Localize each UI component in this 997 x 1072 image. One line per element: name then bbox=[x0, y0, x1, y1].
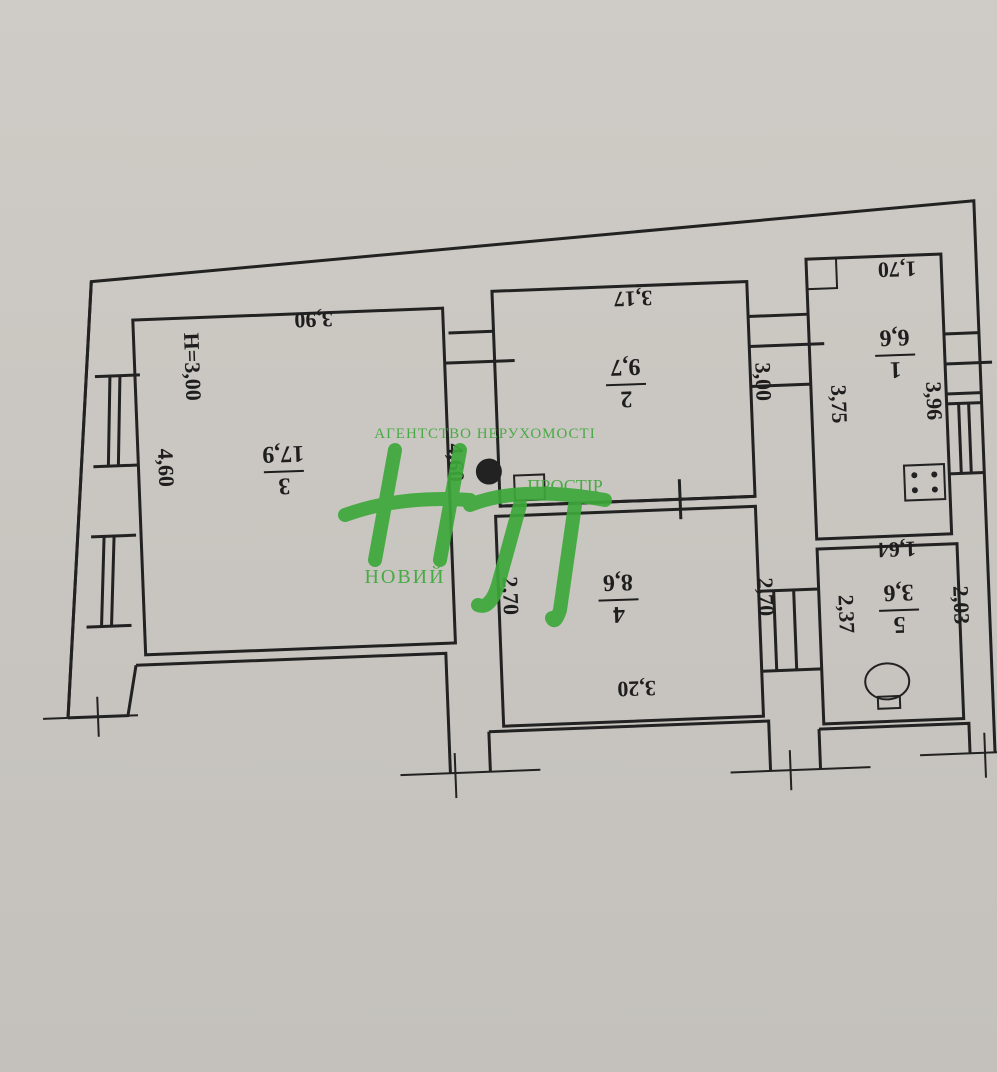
room-2-label: 2 9,7 bbox=[606, 353, 647, 412]
left-windows bbox=[86, 373, 140, 629]
dim-r4-right: 2,70 bbox=[753, 577, 779, 616]
height-label: H=3,00 bbox=[179, 332, 206, 401]
meter-box bbox=[804, 257, 839, 291]
room-5-number: 5 bbox=[893, 611, 906, 637]
dim-r2-right: 3,00 bbox=[750, 362, 776, 401]
dim-r3-left: 4,60 bbox=[153, 448, 179, 487]
right-window bbox=[946, 401, 985, 476]
room-2-area: 9,7 bbox=[610, 353, 641, 380]
outer-wall bbox=[66, 199, 997, 753]
room-4-label: 4 8,6 bbox=[598, 568, 639, 627]
room-3-area: 17,9 bbox=[262, 440, 305, 467]
room-5-area: 3,6 bbox=[883, 579, 914, 606]
room-5-label: 5 3,6 bbox=[879, 579, 920, 637]
room-2-number: 2 bbox=[620, 385, 633, 411]
dim-r5-left: 2,37 bbox=[834, 594, 860, 633]
room-4-outline bbox=[494, 504, 766, 728]
sink-icon bbox=[902, 463, 947, 502]
room-4-area: 8,6 bbox=[602, 568, 633, 595]
room-1-label: 1 6,6 bbox=[875, 324, 916, 382]
room-5-outline bbox=[815, 542, 966, 726]
dim-r3-top: 3,90 bbox=[294, 307, 333, 333]
dim-r1-right: 3,96 bbox=[921, 381, 947, 420]
room-3-label: 3 17,9 bbox=[262, 440, 305, 499]
room-4-number: 4 bbox=[613, 601, 626, 627]
watermark-top-text: АГЕНТСТВО НЕРУХОМОСТІ bbox=[374, 426, 595, 442]
watermark-bottom-text: НОВИЙ bbox=[364, 565, 445, 588]
dim-r1-top: 1,70 bbox=[878, 256, 917, 282]
interior-walls bbox=[67, 312, 993, 774]
watermark-logo: АГЕНТСТВО НЕРУХОМОСТІ ПРОСТІР НОВИЙ bbox=[338, 426, 612, 628]
dim-r4-bottom: 3,20 bbox=[617, 676, 656, 702]
watermark-letters-icon bbox=[338, 443, 612, 628]
room-3-number: 3 bbox=[278, 472, 291, 498]
base-ticks bbox=[43, 696, 997, 799]
dim-r2-top: 3,17 bbox=[613, 286, 652, 312]
dim-r5-right: 2,03 bbox=[948, 585, 974, 624]
dim-r1-left: 3,75 bbox=[826, 384, 852, 423]
toilet-icon bbox=[864, 662, 911, 710]
room-1-area: 6,6 bbox=[879, 324, 910, 351]
room-1-number: 1 bbox=[889, 356, 902, 382]
dim-r5-top: 1,64 bbox=[877, 537, 916, 563]
